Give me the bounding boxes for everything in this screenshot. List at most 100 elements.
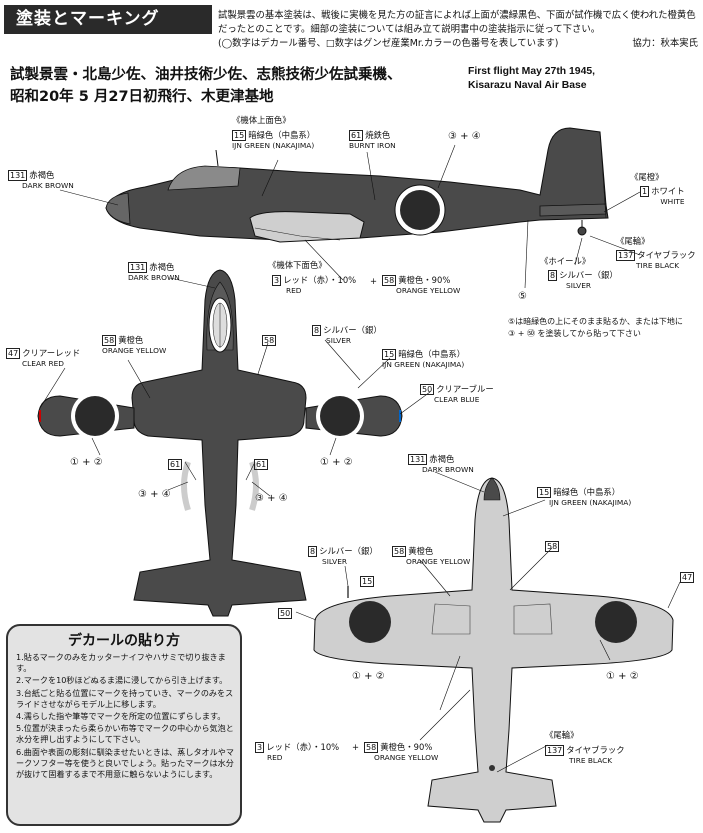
title-en-line1: First flight May 27th 1945, [468, 66, 596, 77]
bottom-plus: + [352, 742, 360, 752]
paint-number-badge: 131 [408, 454, 428, 465]
title-en-line2: Kisarazu Naval Air Base [468, 80, 587, 91]
upper-color-heading: 《機体上面色》 [232, 115, 291, 125]
paint-number-badge: 8 [548, 270, 558, 281]
note5-line1: ⑤は暗緑色の上にそのまま貼るか、または下地に [508, 317, 683, 326]
bottom-color-15b: 15 [360, 576, 376, 587]
color-name-en: DARK BROWN [22, 181, 74, 190]
decal-instructions-title: デカールの貼り方 [68, 633, 180, 649]
color-name-en: RED [267, 753, 283, 762]
top-color-61-right: 61 [254, 459, 270, 470]
color-name-en: BURNT IRON [349, 141, 396, 150]
paint-number-badge: 15 [360, 576, 375, 587]
color-name-en: IJN GREEN (NAKAJIMA) [549, 498, 632, 507]
decal-step: 2.マークを10秒ほどぬるま湯に浸してから引き上げます。 [16, 675, 228, 686]
paint-number-badge: 61 [168, 459, 183, 470]
color-name-en: ORANGE YELLOW [406, 557, 471, 566]
lower-color-heading: 《機体下面色》 [268, 260, 327, 270]
color-name-jp: レッド（赤）・10% [283, 275, 357, 285]
bottom-decal-1-2-right: ① + ② [606, 671, 639, 682]
color-name-en: SILVER [322, 557, 348, 566]
color-name-en: CLEAR BLUE [434, 395, 480, 404]
decal5-note: ⑤は暗緑色の上にそのまま貼るか、または下地に ③ + ㊿ を塗装してから貼って下… [508, 316, 698, 340]
top-color-61-left: 61 [168, 459, 184, 470]
paint-number-badge: 3 [255, 742, 265, 753]
color-name-jp: 赤褐色 [149, 262, 175, 272]
color-name-en: TIRE BLACK [636, 261, 680, 270]
color-name-jp: 焼鉄色 [365, 130, 391, 140]
color-name-jp: レッド（赤）・10% [266, 742, 340, 752]
color-name-jp: 暗緑色（中島系） [553, 487, 621, 497]
paint-number-badge: 131 [128, 262, 148, 273]
color-name-jp: タイヤブラック [566, 745, 625, 755]
paint-number-badge: 47 [680, 572, 695, 583]
paint-number-badge: 58 [102, 335, 117, 346]
side-view-aircraft [105, 127, 609, 289]
top-decal-3-4-left: ③ + ④ [138, 489, 171, 500]
bottom-color-58b: 58 [545, 541, 561, 552]
side-plus: + [370, 276, 378, 286]
intro-text: 試製景雲の基本塗装は、戦後に実機を見た方の証言によれば上面が濃緑黒色、下面が試作… [218, 9, 698, 51]
color-name-en: RED [286, 286, 302, 295]
wheel-heading: 《ホイール》 [540, 256, 591, 266]
tail-heading: 《尾橙》 [630, 172, 664, 182]
paint-number-badge: 58 [262, 335, 277, 346]
credit: 協力：秋本実氏 [632, 38, 698, 49]
tailwheel-heading: 《尾輪》 [616, 236, 650, 246]
color-name-en: DARK BROWN [422, 465, 474, 474]
note5-line2: ③ + ㊿ を塗装してから貼って下さい [508, 329, 641, 338]
color-name-jp: シルバー（銀） [319, 546, 378, 556]
decal-step: 4.濡らした指や筆等でマークを所定の位置にずらします。 [16, 711, 226, 722]
paint-number-badge: 50 [278, 608, 293, 619]
color-name-en: ORANGE YELLOW [102, 346, 167, 355]
paint-number-badge: 58 [392, 546, 407, 557]
top-color-58b: 58 [262, 335, 278, 346]
paint-number-badge: 58 [364, 742, 379, 753]
paint-number-badge: 61 [254, 459, 269, 470]
paint-number-badge: 137 [545, 745, 565, 756]
color-name-jp: ホワイト [651, 186, 685, 196]
color-name-jp: シルバー（銀） [559, 270, 618, 280]
color-name-jp: 赤褐色 [429, 454, 455, 464]
color-name-en: TIRE BLACK [569, 756, 613, 765]
paint-number-badge: 15 [537, 487, 552, 498]
top-decal-1-2-left: ① + ② [70, 457, 103, 468]
paint-number-badge: 1 [640, 186, 650, 197]
section-header: 塗装とマーキング [4, 5, 212, 34]
bottom-tailwheel-heading: 《尾輪》 [545, 730, 579, 740]
paint-number-badge: 58 [382, 275, 397, 286]
paint-number-badge: 61 [349, 130, 364, 141]
side-decal-3-4: ③ + ④ [448, 131, 481, 142]
top-decal-3-4-right: ③ + ④ [255, 493, 288, 504]
paint-number-badge: 50 [420, 384, 435, 395]
color-name-jp: クリアーブルー [436, 384, 494, 394]
decal-instructions-list: 1.貼るマークのみをカッターナイフやハサミで切り抜きます。 2.マークを10秒ほ… [16, 652, 238, 781]
color-name-en: ORANGE YELLOW [374, 753, 439, 762]
bottom-color-47: 47 [680, 572, 696, 583]
top-decal-1-2-right: ① + ② [320, 457, 353, 468]
paint-number-badge: 3 [272, 275, 282, 286]
decal-step: 6.曲面や表面の彫刻に馴染ませたいときは、蒸しタオルやマークソフター等を使うと良… [16, 746, 234, 780]
bottom-color-50: 50 [278, 608, 294, 619]
paint-number-badge: 8 [308, 546, 318, 557]
paint-number-badge: 8 [312, 325, 322, 336]
